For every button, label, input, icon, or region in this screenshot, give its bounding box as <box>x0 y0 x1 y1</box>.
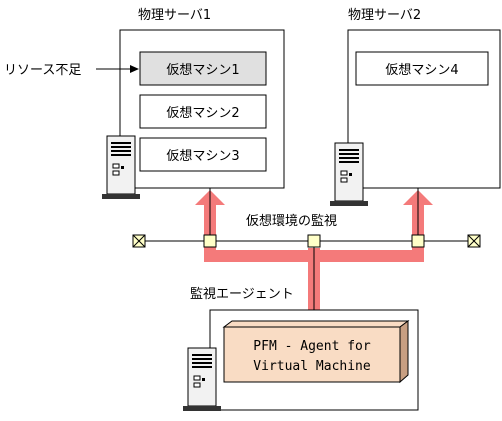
pfm-agent-line2: Virtual Machine <box>253 359 371 374</box>
vm2-box[interactable] <box>139 94 267 129</box>
server2-machine-icon <box>329 142 369 207</box>
pfm-agent-box[interactable] <box>223 326 401 383</box>
vm3-label: 仮想マシン3 <box>166 148 239 164</box>
bus-terminator-left <box>132 234 146 248</box>
network-node-agent <box>307 234 321 248</box>
agent-box-top-face <box>222 320 410 328</box>
vm3-box[interactable] <box>139 137 267 172</box>
environment-monitoring-label: 仮想環境の監視 <box>246 213 337 229</box>
vm1-box[interactable] <box>139 51 267 86</box>
server1-label: 物理サーバ1 <box>138 8 211 23</box>
monitoring-arrow-left-branch <box>195 190 308 262</box>
agent-machine-icon <box>182 347 222 412</box>
monitoring-arrow-right-branch <box>308 190 433 262</box>
agent-host-label: 監視エージェント <box>190 286 294 302</box>
resource-shortage-arrowhead <box>130 65 139 73</box>
resource-shortage-label: リソース不足 <box>4 63 81 78</box>
vm2-label: 仮想マシン2 <box>166 105 239 121</box>
vm4-label: 仮想マシン4 <box>385 62 458 78</box>
bus-terminator-right <box>467 234 481 248</box>
server1-machine-icon <box>101 135 141 200</box>
network-node-server1 <box>203 234 217 248</box>
vm1-label: 仮想マシン1 <box>166 62 239 78</box>
server2-label: 物理サーバ2 <box>348 8 421 23</box>
agent-box-side-face <box>399 320 409 384</box>
network-node-server2 <box>411 234 425 248</box>
pfm-agent-line1: PFM - Agent for <box>253 339 371 354</box>
vm4-box[interactable] <box>355 51 489 86</box>
